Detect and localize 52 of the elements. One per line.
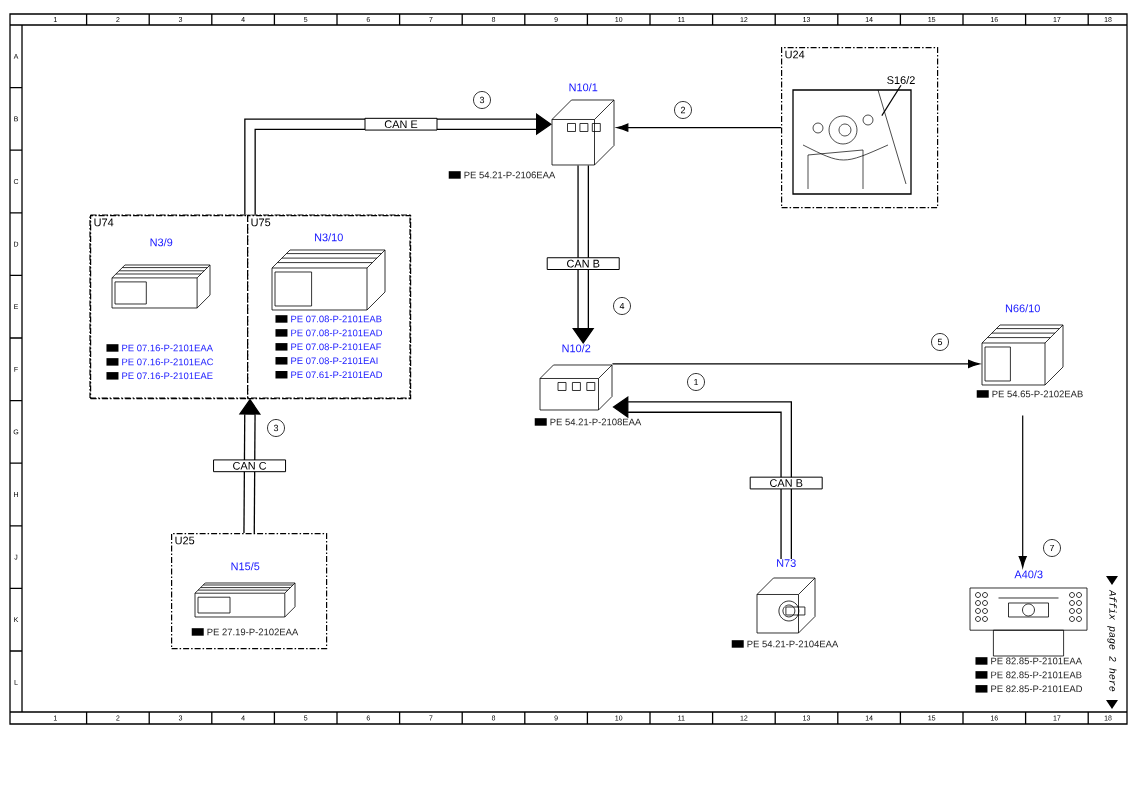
component-label: N3/9 [150, 238, 173, 247]
callout-number: 3 [267, 419, 285, 437]
reference-text: PE 54.65-P-2102EAB [992, 390, 1083, 398]
bus-arrow [572, 165, 595, 344]
component-label: N10/2 [562, 344, 591, 353]
arrow [1018, 414, 1027, 568]
reference-text: PE 07.16-P-2101EAE [122, 372, 213, 380]
arrow [611, 359, 980, 369]
arrow [616, 123, 782, 132]
reference-text: PE 07.16-P-2101EAC [122, 358, 214, 366]
component-label: N66/10 [1005, 304, 1040, 313]
component-label: N73 [777, 559, 796, 567]
edge-label: CAN E [364, 117, 438, 131]
callout-number: 1 [687, 373, 705, 391]
reference-text: PE 82.85-P-2101EAA [991, 657, 1082, 665]
module-label: U24 [785, 50, 805, 59]
dash-dot-frame [90, 215, 249, 400]
reference-text: PE 07.08-P-2101EAF [291, 343, 382, 351]
module-label: U74 [94, 218, 114, 227]
edge-label: CAN C [213, 459, 287, 473]
edge-label: CAN B [546, 257, 620, 270]
part-label: S16/2 [887, 76, 915, 84]
reference-text: PE 54.21-P-2104EAA [747, 640, 839, 648]
callout-number: 2 [674, 101, 692, 119]
dash-dot-frame [247, 215, 412, 400]
callout-number: 4 [613, 297, 631, 315]
callout-number: 3 [473, 91, 491, 109]
reference-text: PE 07.08-P-2101EAI [291, 357, 378, 365]
steering-column-drawing [792, 89, 912, 195]
reference-text: PE 82.85-P-2101EAB [991, 671, 1082, 679]
component-label: N15/5 [231, 562, 260, 571]
callout-number: 7 [1043, 539, 1061, 557]
dash-dot-frame [781, 47, 939, 209]
reference-text: PE 82.85-P-2101EAD [991, 685, 1083, 693]
dash-dot-frame [171, 533, 328, 650]
reference-text: PE 07.61-P-2101EAD [291, 371, 383, 379]
rotated-note: Affix page 2 here [1107, 589, 1117, 692]
reference-text: PE 07.16-P-2101EAA [122, 344, 213, 352]
module-label: U75 [251, 218, 271, 227]
callout-number: 5 [931, 333, 949, 351]
reference-text: PE 07.08-P-2101EAB [291, 315, 382, 323]
reference-text: PE 54.21-P-2106EAA [464, 171, 556, 179]
reference-text: PE 27.19-P-2102EAA [207, 628, 299, 636]
reference-text: PE 54.21-P-2108EAA [550, 418, 642, 426]
leader-line [881, 84, 902, 117]
dash-dot-frame [89, 214, 411, 399]
component-label: A40/3 [1014, 570, 1043, 579]
edge-label: CAN B [749, 476, 823, 490]
component-label: N3/10 [315, 233, 343, 242]
module-label: U25 [175, 536, 195, 545]
reference-text: PE 07.08-P-2101EAD [291, 329, 383, 337]
component-label: N10/1 [569, 83, 598, 92]
